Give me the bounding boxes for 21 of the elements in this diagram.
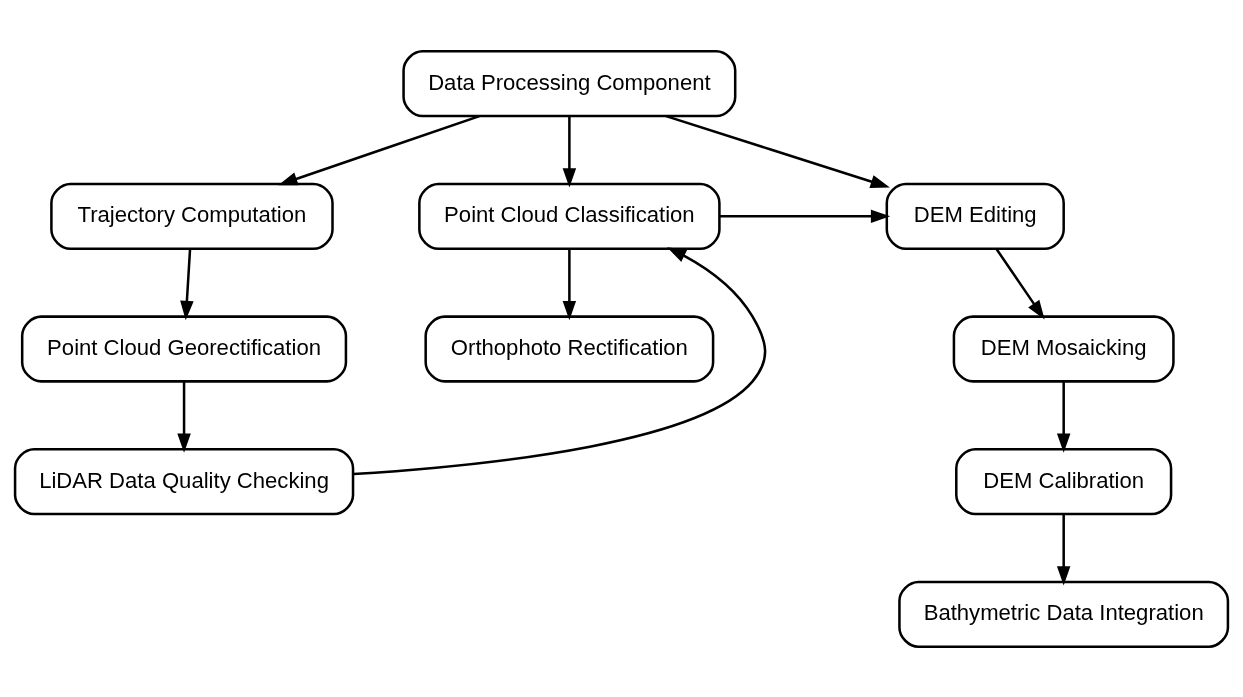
node-box: Data Processing Component <box>402 49 737 117</box>
arrow <box>995 248 1045 320</box>
node-box: Point Cloud Georectification <box>20 314 348 383</box>
node-box: LiDAR Data Quality Checking <box>13 447 355 515</box>
node-box: DEM Calibration <box>955 447 1173 515</box>
arrow <box>665 114 890 188</box>
node-box: Bathymetric Data Integration <box>898 580 1230 648</box>
node-box: DEM Editing <box>885 182 1065 250</box>
arrow <box>353 246 767 475</box>
node-box: Orthophoto Rectification <box>424 314 715 383</box>
arrow <box>180 248 194 320</box>
arrow <box>1056 514 1071 585</box>
node-box: Trajectory Computation <box>50 182 334 250</box>
arrow <box>562 248 577 320</box>
arrow <box>177 381 191 453</box>
node-box: Point Cloud Classification <box>418 182 721 250</box>
arrow <box>278 114 480 185</box>
arrow <box>562 116 577 188</box>
arrow <box>1056 381 1071 453</box>
node-box: DEM Mosaicking <box>952 314 1175 383</box>
arrow <box>719 209 891 223</box>
